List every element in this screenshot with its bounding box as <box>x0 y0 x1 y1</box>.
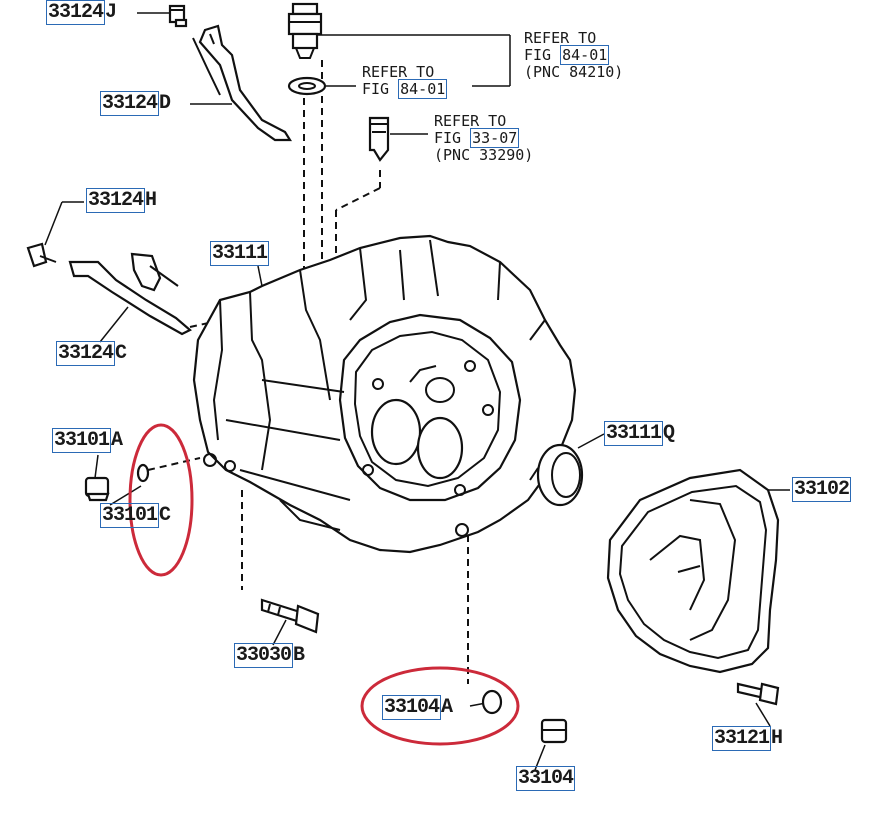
figure-link-84-01[interactable]: 84-01 <box>560 45 610 65</box>
plug-pin <box>368 116 390 162</box>
bolt-33124j <box>168 4 188 28</box>
part-number: 33111 <box>210 241 270 266</box>
bolt-33030b <box>260 598 320 634</box>
cover-33102 <box>606 468 780 674</box>
gasket-33101c <box>136 463 150 483</box>
refer-note-84-01: REFER TO FIG 84-01 <box>362 63 448 99</box>
figure-link-33-07[interactable]: 33-07 <box>470 128 520 148</box>
part-number: 33124 <box>86 188 146 213</box>
part-number: 33101 <box>100 503 160 528</box>
part-label-33102[interactable]: 33102 <box>792 477 852 502</box>
part-number: 33030 <box>234 643 294 668</box>
part-number: 33124 <box>56 341 116 366</box>
bolt-33121h <box>736 682 780 706</box>
part-number: 33111 <box>604 421 664 446</box>
plug-33101a <box>84 476 110 502</box>
gasket-ring <box>287 76 327 96</box>
bracket-33124d <box>192 24 292 142</box>
part-number: 33102 <box>792 477 852 502</box>
leader-lines <box>44 12 790 771</box>
part-number: 33101 <box>52 428 112 453</box>
part-number: 33104 <box>382 695 442 720</box>
highlight-circle-33101c <box>128 423 194 577</box>
oil-seal-33111q <box>529 443 584 507</box>
refer-note-33-07: REFER TO FIG 33-07 (PNC 33290) <box>434 112 534 164</box>
bolt-33124h <box>26 242 57 268</box>
part-number: 33124 <box>46 0 106 25</box>
part-label-33104[interactable]: 33104 <box>516 766 576 791</box>
part-label-33111[interactable]: 33111 <box>210 241 270 266</box>
refer-note-84-01-pnc: REFER TO FIG 84-01 (PNC 84210) <box>524 29 624 81</box>
transaxle-case-33111 <box>192 234 577 554</box>
switch-assembly <box>287 2 323 59</box>
highlight-circle-33104a <box>360 666 520 746</box>
figure-link-84-01[interactable]: 84-01 <box>398 79 448 99</box>
part-number: 33121 <box>712 726 772 751</box>
plug-33104 <box>540 718 568 744</box>
part-number: 33124 <box>100 91 160 116</box>
bracket-33124c <box>68 252 192 336</box>
gasket-33104a <box>481 689 503 715</box>
part-number: 33104 <box>516 766 576 791</box>
